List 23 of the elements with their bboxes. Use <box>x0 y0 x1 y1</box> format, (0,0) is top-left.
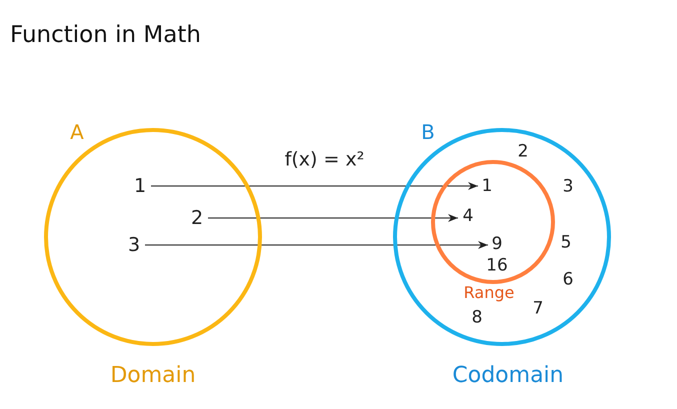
number-label: 3 <box>562 178 574 196</box>
edge-label: f(x) = x² <box>284 150 364 170</box>
number-label: 7 <box>532 300 544 318</box>
number-label: 5 <box>560 234 572 252</box>
number-label: 1 <box>479 175 495 197</box>
set-caption: Codomain <box>452 365 564 387</box>
set-name: A <box>70 122 84 142</box>
number-label: 2 <box>518 144 528 160</box>
arrow <box>151 182 478 190</box>
arrow <box>145 241 488 249</box>
number-label: 16 <box>486 258 508 274</box>
number-label: 6 <box>562 272 574 288</box>
set-name: B <box>421 122 435 142</box>
number-label: 1 <box>131 175 149 197</box>
number-label: 4 <box>459 205 477 227</box>
number-label: 9 <box>489 233 505 255</box>
diagram-title: Function in Math <box>10 22 201 48</box>
number-label: 8 <box>472 310 482 326</box>
set-name: Range <box>464 285 514 301</box>
set-caption: Domain <box>110 365 196 387</box>
number-label: 2 <box>188 207 206 229</box>
arrow <box>208 214 458 222</box>
number-label: 3 <box>125 234 143 256</box>
